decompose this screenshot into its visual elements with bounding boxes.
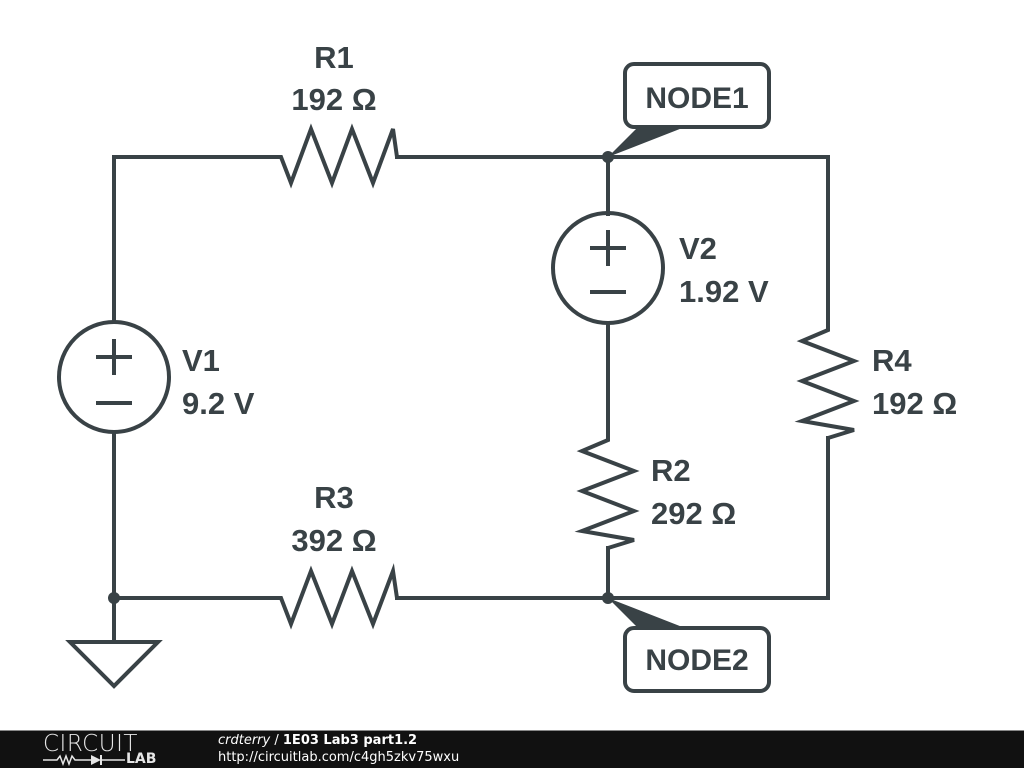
- v2-name: V2: [679, 231, 717, 266]
- v1-circle: [57, 320, 171, 434]
- circuitlab-logo-icon: [43, 753, 125, 767]
- v1-value: 9.2 V: [182, 386, 255, 421]
- junction-dot-ground: [108, 592, 120, 604]
- wire-v1-r1: [112, 155, 272, 322]
- v2-circle: [551, 211, 665, 325]
- r3-name: R3: [314, 480, 354, 515]
- node2-box: [623, 626, 771, 693]
- r1-value: 192 Ω: [291, 82, 376, 117]
- node1-text: NODE1: [645, 82, 748, 115]
- footer-url[interactable]: http://circuitlab.com/c4gh5zkv75wxu: [218, 750, 460, 765]
- node1-box: [623, 62, 771, 129]
- r2-value: 292 Ω: [651, 496, 736, 531]
- v2-value: 1.92 V: [679, 274, 769, 309]
- r4-name: R4: [872, 343, 912, 378]
- footer-user[interactable]: crdterry: [218, 733, 271, 748]
- node2-label[interactable]: NODE2: [608, 598, 771, 693]
- ground-icon: [65, 640, 163, 689]
- circuitlab-logo-text[interactable]: CIRCUIT: [43, 731, 138, 757]
- footer-title[interactable]: 1E03 Lab3 part1.2: [282, 733, 418, 748]
- r2-name: R2: [651, 453, 691, 488]
- footer-bar: CIRCUIT LAB crdterry / 1E03 Lab3 part1.2…: [0, 730, 1024, 768]
- resistor-r4[interactable]: [794, 318, 860, 440]
- node2-text: NODE2: [645, 644, 748, 677]
- node1-pointer: [608, 125, 690, 157]
- v1-name: V1: [182, 343, 220, 378]
- node2-pointer: [608, 598, 690, 630]
- voltage-source-v2[interactable]: [551, 211, 665, 325]
- r3-value: 392 Ω: [291, 523, 376, 558]
- resistor-r1[interactable]: [270, 123, 399, 189]
- resistor-r2[interactable]: [574, 427, 640, 550]
- footer-separator: /: [270, 733, 283, 748]
- wire-r3-gnd: [112, 432, 272, 600]
- footer-title-line: crdterry / 1E03 Lab3 part1.2: [218, 732, 417, 749]
- r4-value: 192 Ω: [872, 386, 957, 421]
- circuit-schematic: NODE1 NODE2 R1 192 Ω R3 392 Ω R2 292 Ω R…: [57, 40, 957, 693]
- circuitlab-logo-lab: LAB: [126, 751, 157, 767]
- node1-label[interactable]: NODE1: [608, 62, 771, 157]
- wire-r4-node2: [395, 436, 830, 600]
- voltage-source-v1[interactable]: [57, 320, 171, 434]
- r1-name: R1: [314, 40, 354, 75]
- wire-r1-node1: [395, 155, 830, 320]
- resistor-r3[interactable]: [270, 563, 399, 630]
